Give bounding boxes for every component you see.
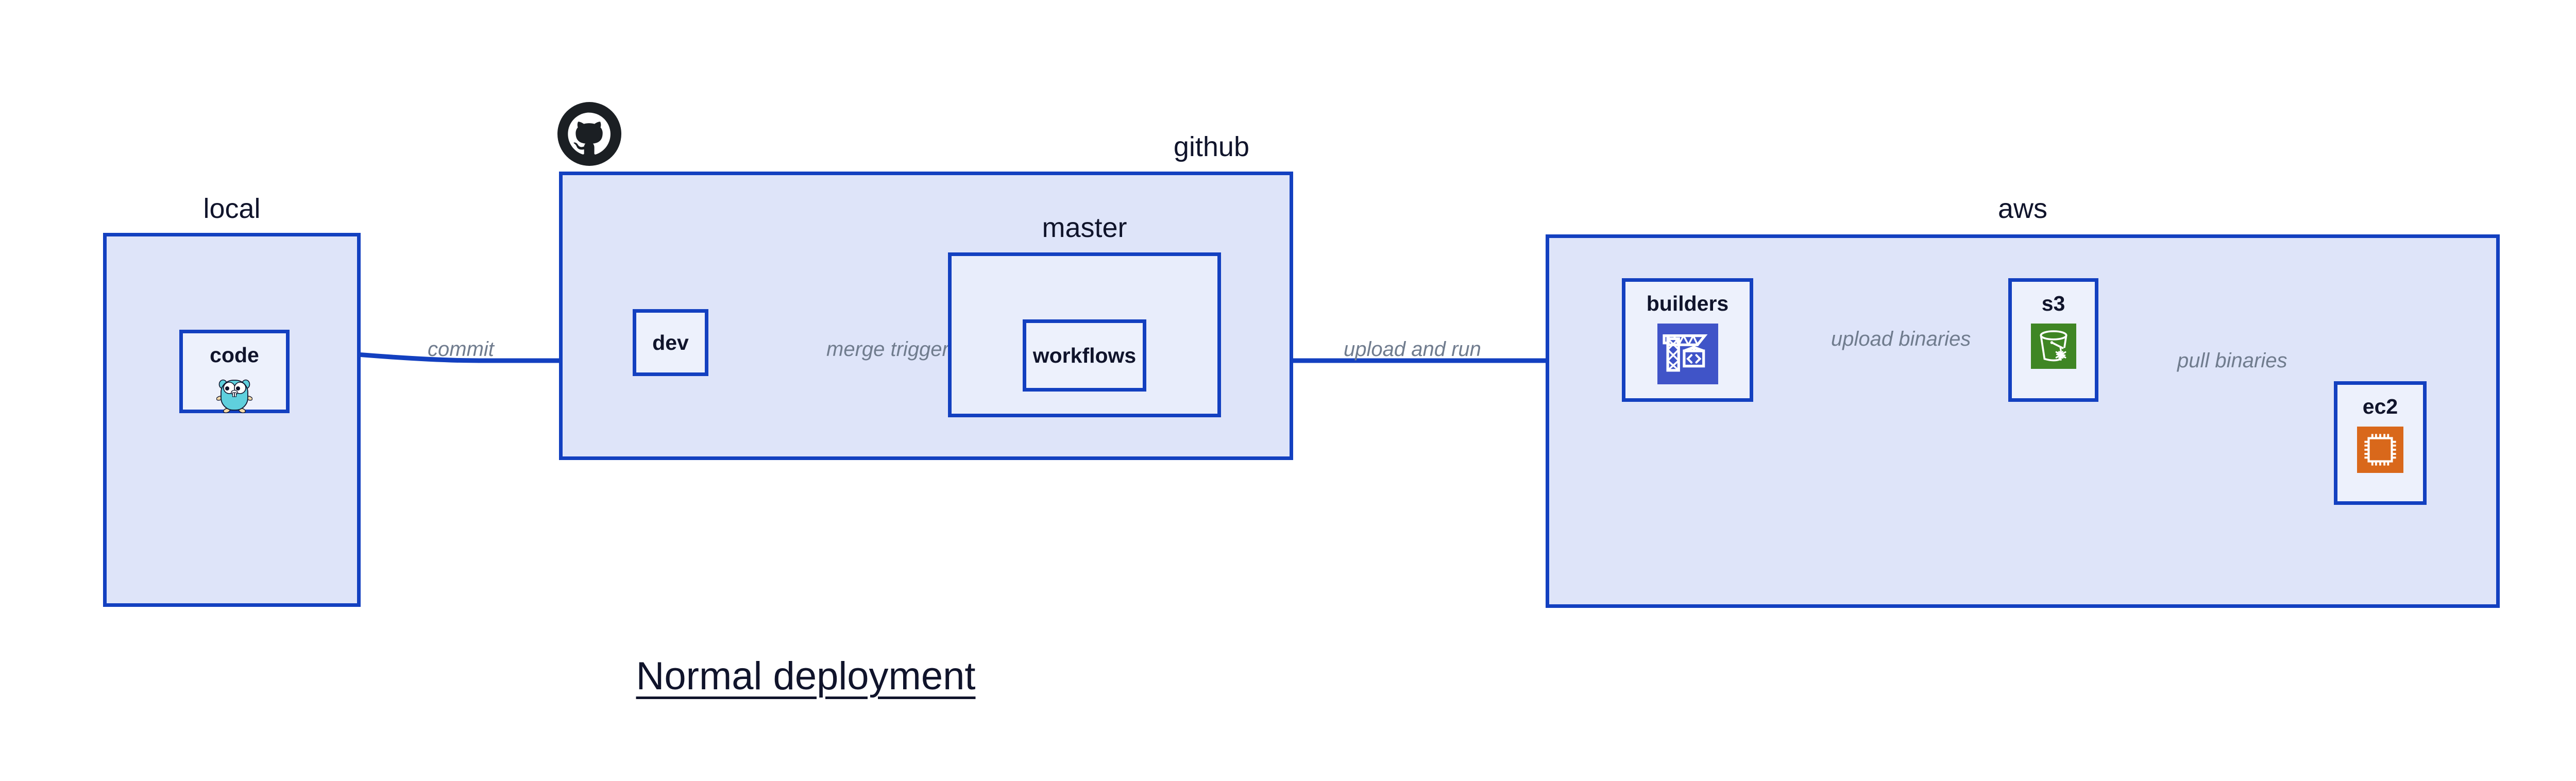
group-label-aws: aws xyxy=(1997,193,2048,224)
node-ec2[interactable]: ec2 xyxy=(2334,381,2427,505)
node-label-dev: dev xyxy=(652,330,689,354)
edge-label-commit: commit xyxy=(428,338,494,361)
group-local xyxy=(103,233,361,607)
diagram-title: Normal deployment xyxy=(636,654,976,698)
edge-label-upload-binaries: upload binaries xyxy=(1829,329,1973,349)
aws-s3-bucket-icon xyxy=(2030,324,2076,371)
node-label-ec2: ec2 xyxy=(2362,395,2398,418)
node-label-s3: s3 xyxy=(2041,292,2065,315)
group-label-local: local xyxy=(203,193,261,224)
node-label-workflows: workflows xyxy=(1032,343,1137,367)
node-workflows[interactable]: workflows xyxy=(1023,319,1146,392)
github-octocat-icon xyxy=(557,102,621,166)
group-label-github: github xyxy=(1173,131,1249,162)
node-s3[interactable]: s3 xyxy=(2008,278,2098,402)
edge-label-merge-trigger: merge trigger xyxy=(824,339,951,360)
node-dev[interactable]: dev xyxy=(633,309,708,376)
group-label-master: master xyxy=(1042,212,1127,243)
aws-codebuild-icon xyxy=(1657,324,1718,387)
go-gopher-icon xyxy=(216,375,253,416)
node-label-builders: builders xyxy=(1646,292,1729,315)
edge-label-upload-and-run: upload and run xyxy=(1344,338,1481,361)
node-builders[interactable]: builders xyxy=(1622,278,1753,402)
aws-ec2-chip-icon xyxy=(2357,427,2403,476)
edge-label-pull-binaries: pull binaries xyxy=(2175,350,2290,371)
node-label-code: code xyxy=(210,343,259,367)
node-code[interactable]: code xyxy=(179,330,290,416)
